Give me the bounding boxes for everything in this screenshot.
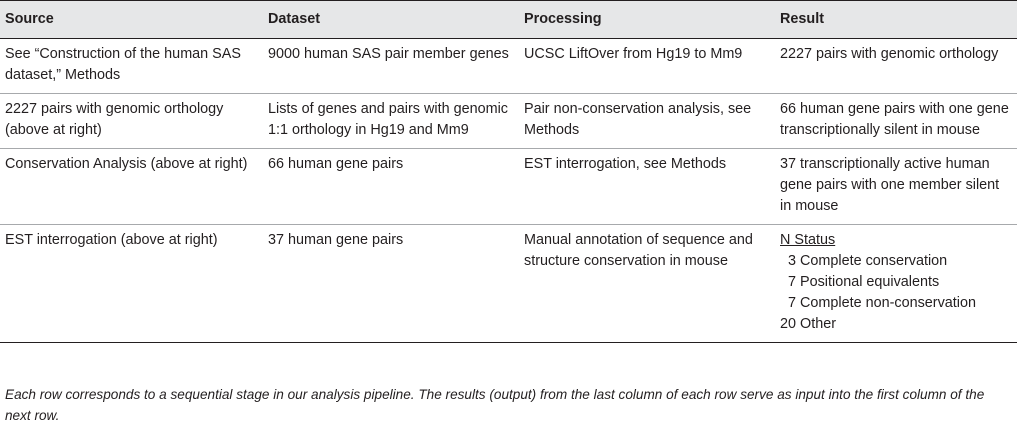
cell-dataset: 66 human gene pairs bbox=[263, 148, 519, 225]
status-header: N Status bbox=[780, 232, 836, 248]
cell-processing: Manual annotation of sequence and struct… bbox=[519, 224, 775, 343]
analysis-pipeline-table: Source Dataset Processing Result See “Co… bbox=[0, 0, 1017, 343]
cell-processing: EST interrogation, see Methods bbox=[519, 148, 775, 225]
analysis-pipeline-table-container: Source Dataset Processing Result See “Co… bbox=[0, 0, 1017, 343]
cell-processing: UCSC LiftOver from Hg19 to Mm9 bbox=[519, 38, 775, 94]
table-body: See “Construction of the human SAS datas… bbox=[0, 38, 1017, 343]
status-line-complete-non-conservation: 7 Complete non-conservation bbox=[780, 295, 976, 311]
header-result: Result bbox=[775, 0, 1017, 39]
status-line-complete-conservation: 3 Complete conservation bbox=[780, 253, 948, 269]
cell-dataset: 37 human gene pairs bbox=[263, 224, 519, 343]
cell-result: 66 human gene pairs with one gene transc… bbox=[775, 93, 1017, 149]
status-line-positional-equivalents: 7 Positional equivalents bbox=[780, 274, 940, 290]
header-processing: Processing bbox=[519, 0, 775, 39]
header-source: Source bbox=[0, 0, 263, 39]
table-row: 2227 pairs with genomic orthology (above… bbox=[0, 93, 1017, 149]
status-line-other: 20 Other bbox=[780, 316, 836, 332]
cell-source: 2227 pairs with genomic orthology (above… bbox=[0, 93, 263, 149]
header-row: Source Dataset Processing Result bbox=[0, 0, 1017, 39]
cell-source: EST interrogation (above at right) bbox=[0, 224, 263, 343]
table-row: See “Construction of the human SAS datas… bbox=[0, 38, 1017, 94]
cell-processing: Pair non-conservation analysis, see Meth… bbox=[519, 93, 775, 149]
cell-dataset: Lists of genes and pairs with genomic 1:… bbox=[263, 93, 519, 149]
table-row: EST interrogation (above at right) 37 hu… bbox=[0, 224, 1017, 343]
cell-source: Conservation Analysis (above at right) bbox=[0, 148, 263, 225]
table-header: Source Dataset Processing Result bbox=[0, 0, 1017, 39]
table-footnote: Each row corresponds to a sequential sta… bbox=[5, 387, 985, 423]
table-row: Conservation Analysis (above at right) 6… bbox=[0, 148, 1017, 225]
cell-dataset: 9000 human SAS pair member genes bbox=[263, 38, 519, 94]
cell-result-status: N Status 3 Complete conservation 7 Posit… bbox=[775, 224, 1017, 343]
header-dataset: Dataset bbox=[263, 0, 519, 39]
cell-source: See “Construction of the human SAS datas… bbox=[0, 38, 263, 94]
cell-result: 37 transcriptionally active human gene p… bbox=[775, 148, 1017, 225]
cell-result: 2227 pairs with genomic orthology bbox=[775, 38, 1017, 94]
